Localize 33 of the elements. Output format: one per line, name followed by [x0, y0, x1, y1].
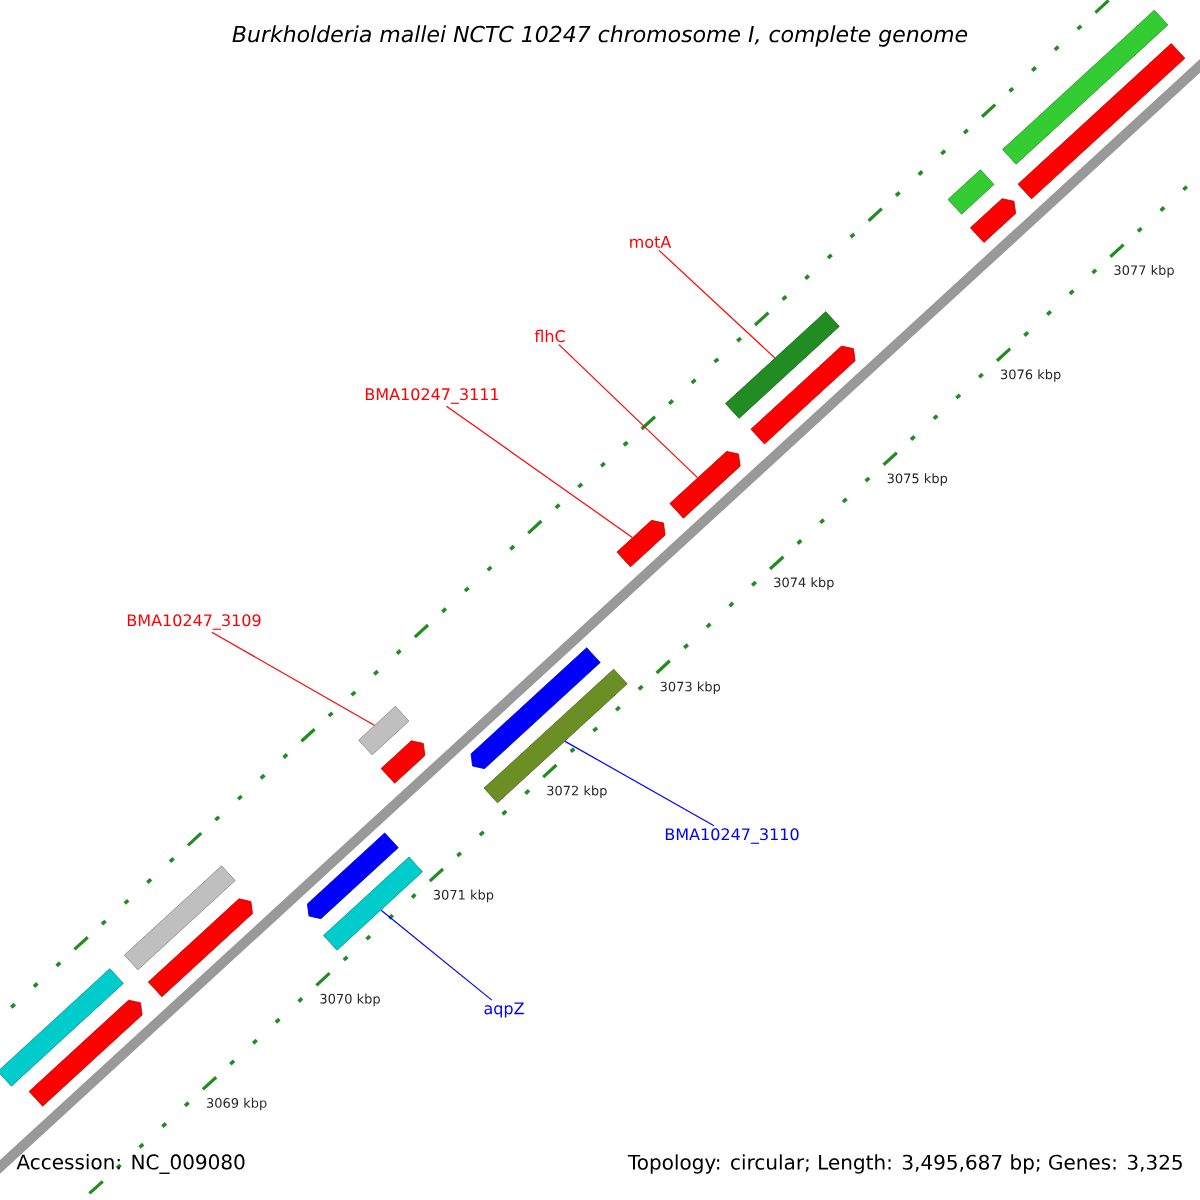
- gene-bar: [380, 740, 426, 784]
- leader-line: [658, 249, 776, 359]
- gene-bar: [483, 668, 628, 804]
- gene-bar: [669, 451, 741, 519]
- gene-label: BMA10247_3109: [127, 614, 261, 630]
- footer-text: Accession: NC_009080: [16, 1154, 245, 1174]
- leader-line: [380, 909, 493, 1001]
- leader-line: [445, 405, 633, 539]
- gene-bar: [725, 311, 840, 419]
- gene-bar: [323, 856, 423, 951]
- leader-line: [211, 631, 375, 726]
- gene-label: BMA10247_3110: [665, 828, 799, 844]
- leader-line: [564, 740, 715, 827]
- gene-bar: [616, 519, 666, 568]
- gene-label: flhC: [534, 329, 565, 343]
- gene-bar: [970, 198, 1016, 243]
- footer-text: Topology: circular; Length: 3,495,687 bp; Genes: 3,325: [627, 1154, 1182, 1174]
- gene-bar: [124, 865, 236, 971]
- gene-label: aqpZ: [484, 1002, 524, 1018]
- gene-bar: [1002, 9, 1169, 165]
- gene-bar: [947, 169, 995, 215]
- gene-bar: [306, 832, 399, 920]
- gene-bar: [28, 999, 143, 1107]
- gene-bar: [147, 898, 253, 998]
- gene-bar: [470, 647, 601, 770]
- title: Burkholderia mallei NCTC 10247 chromosome I, complete genome: [232, 25, 968, 47]
- leader-line: [558, 343, 699, 479]
- gene-label: motA: [630, 236, 672, 248]
- gene-bar: [0, 968, 124, 1087]
- gene-bar: [358, 705, 410, 756]
- gene-label: BMA10247_3111: [365, 388, 499, 404]
- gene-bar: [1017, 43, 1186, 200]
- gene-bar: [750, 345, 856, 445]
